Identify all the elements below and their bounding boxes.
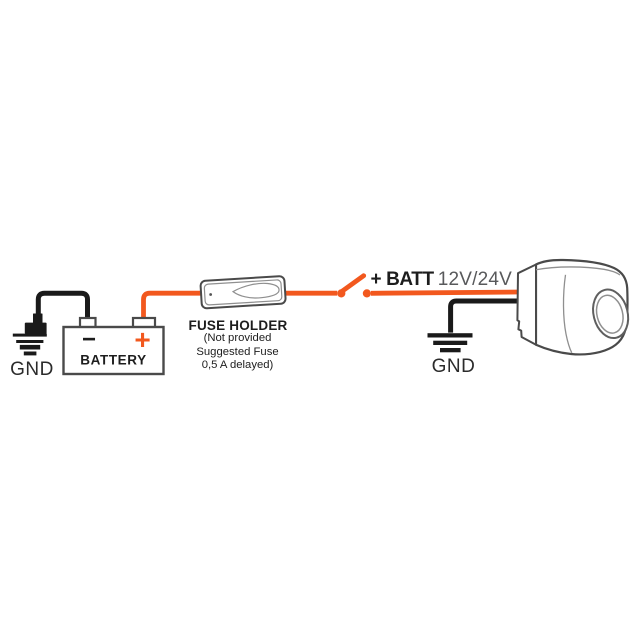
ground-symbol-left-icon xyxy=(12,333,47,356)
voltage-label: 12V/24V xyxy=(437,269,513,290)
camera-ground-wire xyxy=(448,298,521,333)
battery-negative-wire xyxy=(35,290,90,321)
battery-minus-symbol: − xyxy=(81,326,97,354)
camera-icon xyxy=(516,258,630,356)
ground-label-left: GND xyxy=(10,359,54,380)
battery-positive-wire xyxy=(141,290,338,321)
battery-label: BATTERY xyxy=(80,352,147,368)
battery-plus-symbol: + xyxy=(134,323,151,355)
fuse-note-line: (Not provided xyxy=(203,332,272,344)
ground-label-right: GND xyxy=(431,356,476,377)
fuse-holder-notes: (Not provided Suggested Fuse 0,5 A delay… xyxy=(196,332,278,373)
camera-bracket xyxy=(516,263,537,346)
fuse-holder-title: FUSE HOLDER xyxy=(188,318,288,333)
switch-icon xyxy=(337,273,371,298)
fuse-holder-icon xyxy=(199,275,287,310)
camera-power-wire xyxy=(370,289,520,296)
fuse-note-line: Suggested Fuse xyxy=(196,345,279,358)
fuse-note-line: 0,5 A delayed) xyxy=(201,359,274,371)
ground-symbol-right-icon xyxy=(427,333,473,353)
battery-icon xyxy=(62,316,165,376)
battery-body xyxy=(62,325,165,376)
batt-label: + BATT xyxy=(370,269,435,290)
camera-lens-inner xyxy=(595,294,624,334)
ground-plug-icon xyxy=(24,313,47,334)
